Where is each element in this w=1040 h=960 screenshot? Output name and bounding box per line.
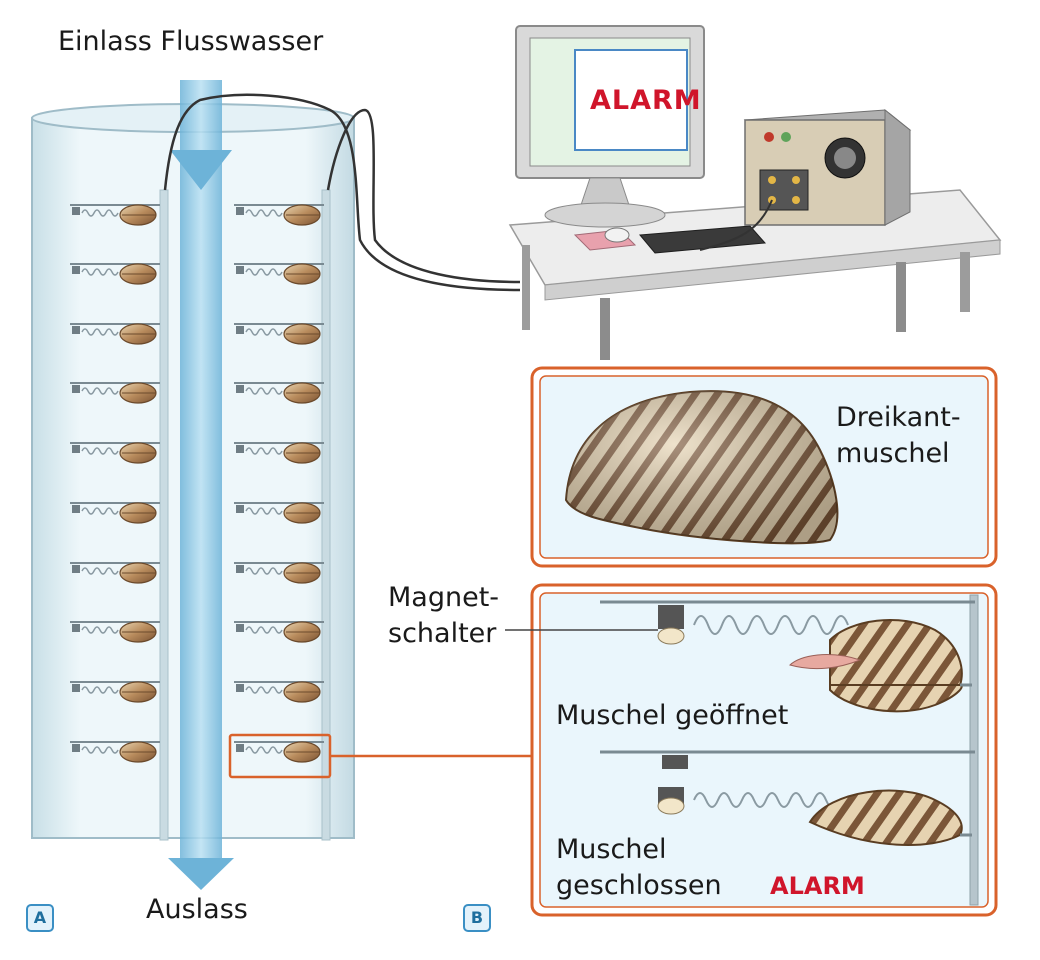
mechanism-panel	[505, 583, 998, 917]
screen-alarm-text: ALARM	[590, 85, 702, 116]
magnet-switch-label: Magnet- schalter	[388, 582, 500, 649]
panel-marker-a: A	[26, 904, 54, 932]
mussel-closed-label: Muschel geschlossen	[556, 834, 722, 901]
panel-marker-b: B	[463, 904, 491, 932]
alarm-label: ALARM	[770, 872, 865, 900]
species-panel	[530, 366, 998, 568]
outlet-label: Auslass	[146, 894, 248, 925]
species-label: Dreikant- muschel	[836, 402, 961, 469]
interface-box	[699, 108, 912, 251]
detail-highlight	[228, 733, 532, 779]
mussel-open-label: Muschel geöffnet	[556, 700, 789, 731]
computer-monitor	[515, 25, 705, 228]
keyboard-and-mouse	[573, 225, 767, 254]
water-flow-arrow	[168, 80, 234, 890]
signal-cables	[163, 93, 521, 292]
inlet-label: Einlass Flusswasser	[58, 26, 324, 57]
